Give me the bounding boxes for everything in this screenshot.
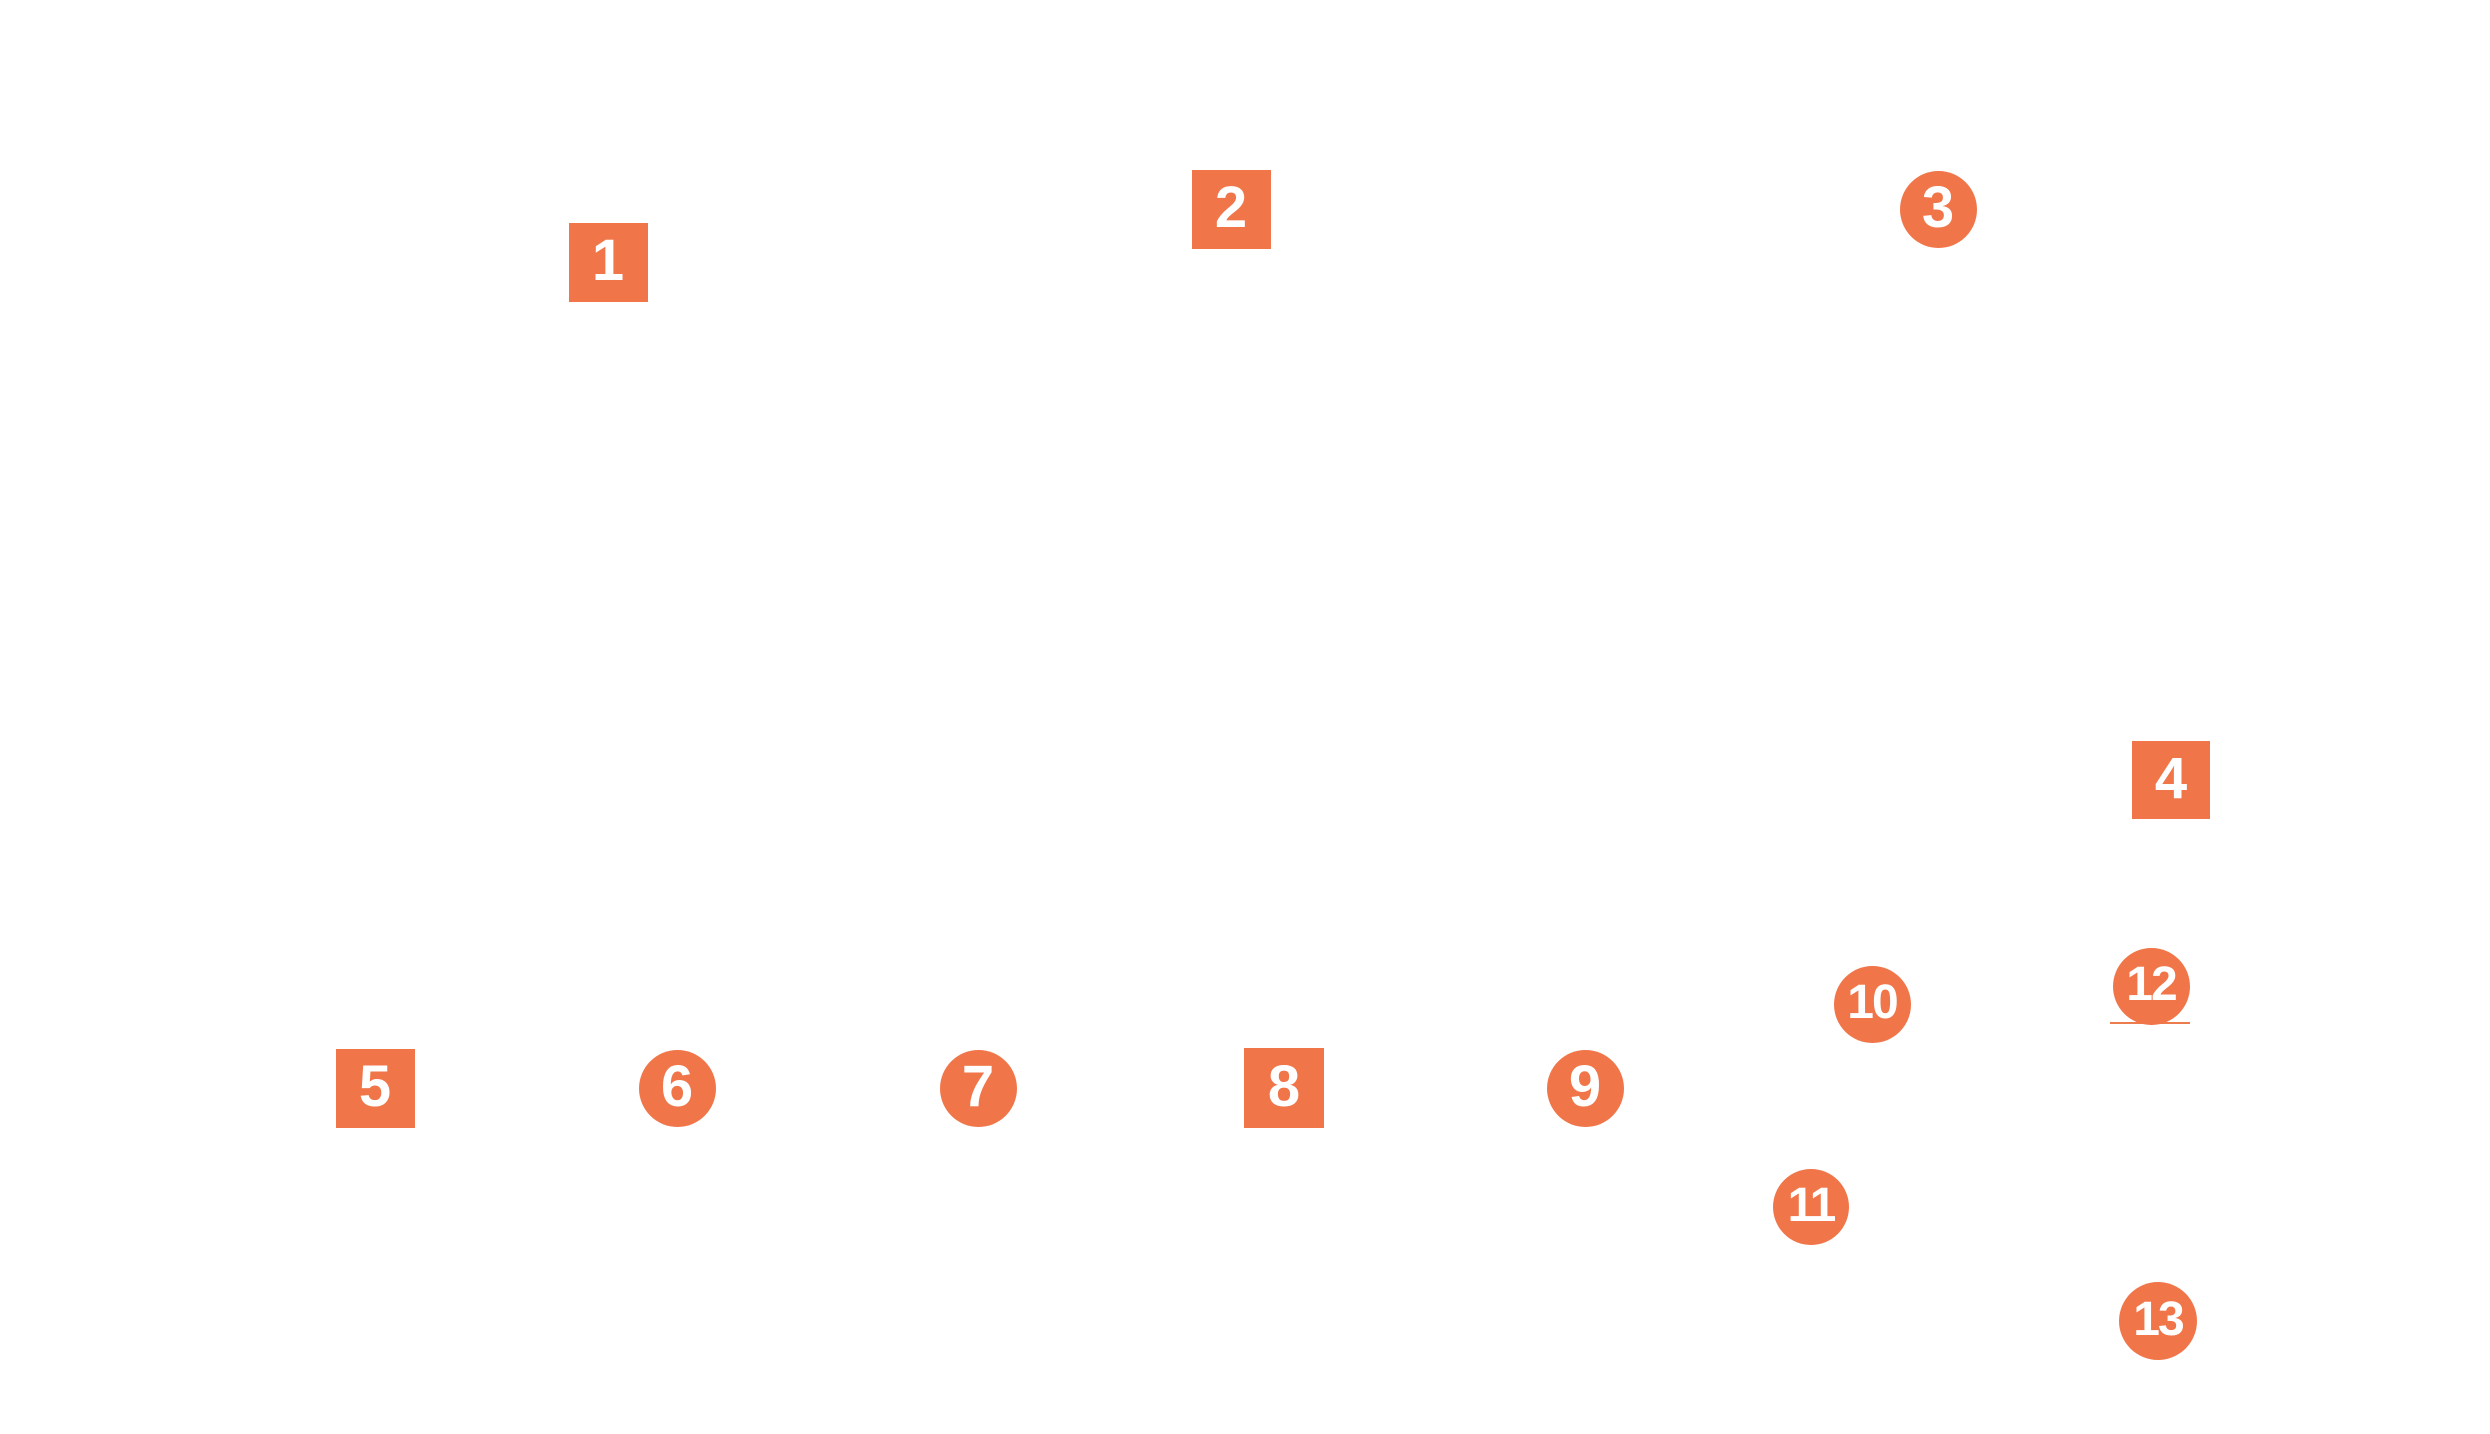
som-marker-10-label: 10 (1847, 976, 1898, 1029)
som-marker-10[interactable]: 10 (1833, 965, 1911, 1043)
som-marker-12-label: 12 (2126, 958, 2177, 1011)
som-marker-2[interactable]: 2 (1191, 169, 1271, 249)
som-marker-4-label: 4 (2154, 746, 2188, 811)
som-marker-6-label: 6 (660, 1054, 694, 1119)
som-marker-5-label: 5 (358, 1054, 392, 1119)
som-marker-5[interactable]: 5 (335, 1048, 415, 1128)
som-marker-6[interactable]: 6 (638, 1049, 716, 1127)
som-marker-3-label: 3 (1921, 175, 1955, 240)
som-marker-7-label: 7 (961, 1054, 995, 1119)
som-marker-9[interactable]: 9 (1546, 1049, 1624, 1127)
som-marker-8-label: 8 (1267, 1054, 1301, 1119)
som-marker-13[interactable]: 13 (2119, 1282, 2197, 1360)
som-marker-13-label: 13 (2133, 1293, 2184, 1346)
som-marker-1[interactable]: 1 (568, 222, 648, 302)
som-marker-12[interactable]: 12 (2112, 947, 2190, 1025)
som-marker-7[interactable]: 7 (939, 1049, 1017, 1127)
som-marker-4[interactable]: 4 (2132, 741, 2210, 819)
som-marker-11-label: 11 (1787, 1179, 1837, 1232)
som-marker-11[interactable]: 11 (1773, 1169, 1849, 1245)
som-marker-8[interactable]: 8 (1244, 1048, 1324, 1128)
som-marker-3[interactable]: 3 (1899, 170, 1977, 248)
som-marker-9-label: 9 (1568, 1054, 1602, 1119)
som-marker-1-label: 1 (591, 228, 625, 293)
som-marker-2-label: 2 (1214, 175, 1248, 240)
